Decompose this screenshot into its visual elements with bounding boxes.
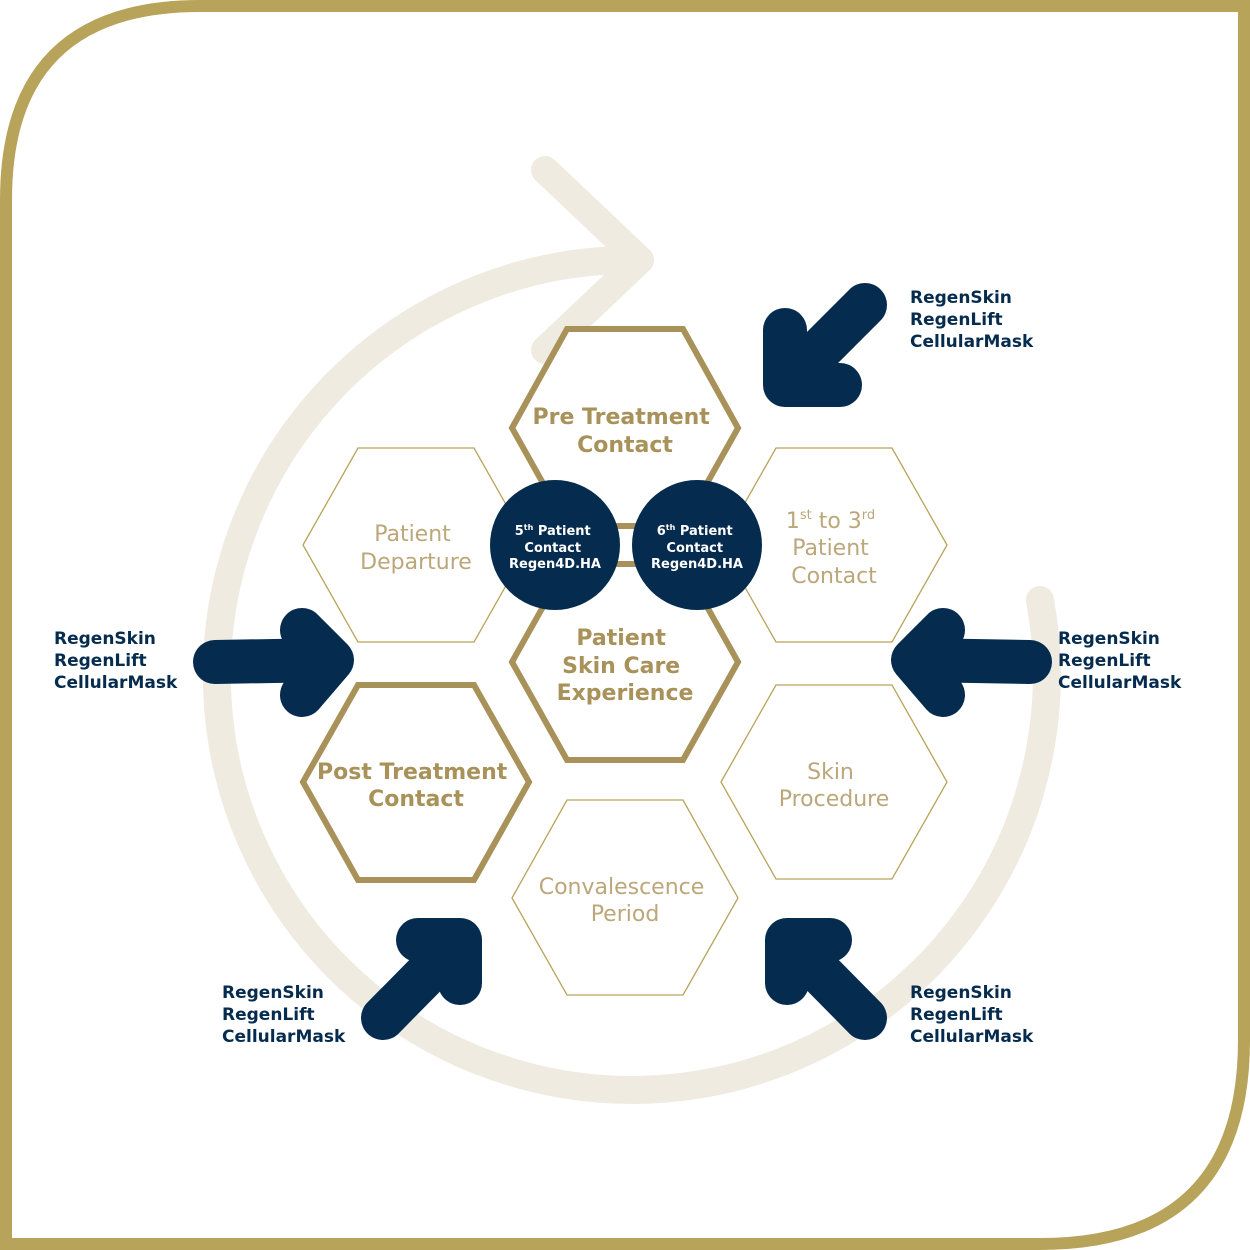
hex-first-to-third-contact (720, 447, 948, 643)
arrow-bottom-right (765, 918, 887, 1040)
hex-bottom-label: Convalescence Period (539, 875, 712, 927)
hex-center-label: Patient Skin Care Experience (557, 626, 694, 706)
hex-top-label: Pre Treatment Contact (533, 405, 718, 458)
hex-skin-procedure (720, 684, 948, 880)
hex-lower-left-label: Post Treatment Contact (317, 760, 515, 812)
product-label-top-right: RegenSkin RegenLift CellularMask (910, 288, 1034, 352)
product-label-bottom-left: RegenSkin RegenLift CellularMask (222, 983, 346, 1047)
product-label-bottom-right: RegenSkin RegenLift CellularMask (910, 983, 1034, 1047)
circular-arrow-icon (202, 156, 1061, 1104)
circle-fifth-label: 5th Patient Contact Regen4D.HA (509, 523, 601, 572)
hex-upper-right-label: 1st to 3rd Patient Contact (786, 500, 882, 589)
product-label-right: RegenSkin RegenLift CellularMask (1058, 629, 1182, 693)
product-label-left: RegenSkin RegenLift CellularMask (54, 629, 178, 693)
hex-upper-left-label: Patient Departure (360, 522, 472, 575)
arrow-left (193, 608, 354, 717)
thick-arrow-icon (193, 283, 1052, 1040)
hex-lower-right-label: Skin Procedure (779, 760, 890, 812)
circle-sixth-contact (632, 480, 762, 610)
hex-convalescence-period (511, 799, 739, 996)
circle-sixth-label: 6th Patient Contact Regen4D.HA (651, 523, 743, 572)
arrow-right (891, 608, 1052, 717)
hex-post-treatment-contact (299, 682, 533, 883)
arrow-top-right (763, 283, 887, 407)
arrow-bottom-left (361, 918, 482, 1040)
circle-fifth-contact (490, 480, 620, 610)
